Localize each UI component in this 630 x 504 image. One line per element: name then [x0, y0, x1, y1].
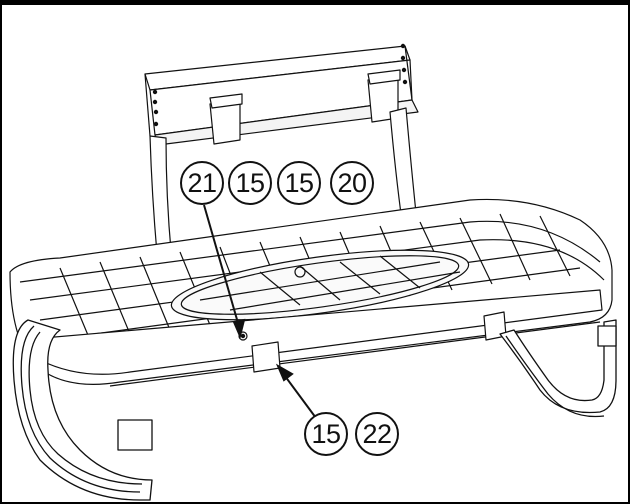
callout-part-20: 20: [330, 161, 374, 205]
callout-part-22: 22: [355, 412, 399, 456]
board-brackets: [209, 69, 401, 145]
callout-part-21: 21: [180, 161, 224, 205]
left-leg: [12, 319, 153, 501]
right-leg: [499, 319, 617, 418]
callout-part-15: 15: [228, 161, 272, 205]
front-rail: [19, 289, 603, 387]
callout-part-15-lower: 15: [304, 412, 348, 456]
leader-lines: [203, 204, 317, 419]
callout-part-15-second: 15: [277, 161, 321, 205]
